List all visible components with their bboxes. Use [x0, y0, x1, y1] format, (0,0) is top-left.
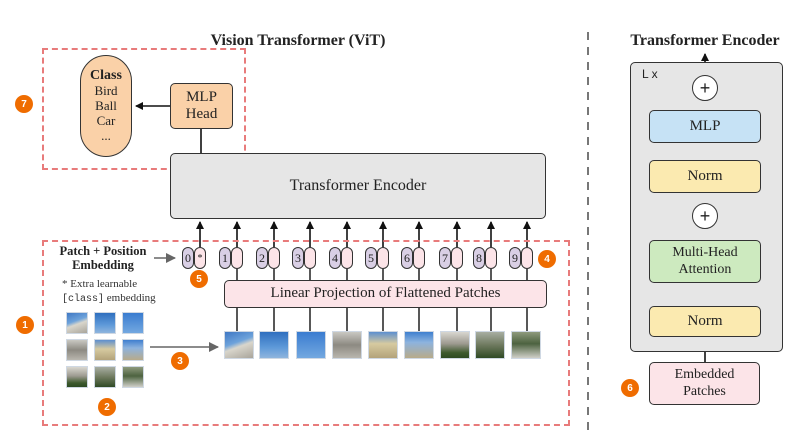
grid-image-patch: [94, 366, 116, 388]
patch-embedding-token: [413, 247, 425, 269]
grid-image-patch: [66, 312, 88, 334]
norm-top-label: Norm: [687, 167, 723, 184]
position-embedding-token: 5: [365, 247, 377, 269]
transformer-encoder-label: Transformer Encoder: [289, 176, 427, 194]
grid-image-patch: [122, 366, 144, 388]
position-embedding-token: 0: [182, 247, 194, 269]
image-patch: [296, 331, 326, 359]
position-embedding-token: 7: [439, 247, 451, 269]
grid-image-patch: [94, 339, 116, 361]
position-embedding-token: 3: [292, 247, 304, 269]
image-patch: [224, 331, 254, 359]
patch-embedding-token: [451, 247, 463, 269]
position-embedding-token: 1: [219, 247, 231, 269]
image-patch: [368, 331, 398, 359]
class-item: Car: [96, 113, 116, 129]
attention-line2: Attention: [678, 261, 732, 277]
badge-step-2: 2: [98, 398, 116, 416]
token-arrows: [196, 221, 531, 247]
image-patch: [511, 331, 541, 359]
class-item: Ball: [95, 98, 117, 114]
embedded-line2: Patches: [683, 383, 726, 399]
patch-embedding-token: [268, 247, 280, 269]
patch-position-line2: Embedding: [72, 258, 134, 273]
badge-step-7: 7: [15, 95, 33, 113]
note-code: [class]: [62, 293, 105, 305]
mlp-head-line1: MLP: [186, 88, 217, 105]
group-classification-head: [42, 48, 246, 170]
mlp-block: MLP: [649, 110, 761, 143]
linear-projection-label: Linear Projection of Flattened Patches: [270, 285, 501, 302]
image-patch: [440, 331, 470, 359]
grid-image-patch: [122, 312, 144, 334]
patch-position-line1: Patch + Position: [59, 244, 147, 258]
linear-projection-block: Linear Projection of Flattened Patches: [224, 280, 547, 308]
repeat-label: L x: [642, 67, 658, 81]
grid-image-patch: [66, 339, 88, 361]
grid-image-patch: [122, 339, 144, 361]
note-line1: * Extra learnable: [62, 278, 138, 290]
patch-embedding-token: [231, 247, 243, 269]
class-item: Bird: [94, 83, 118, 99]
patch-embedding-token: [521, 247, 533, 269]
mlp-head-line2: Head: [185, 106, 218, 122]
badge-step-4: 4: [538, 250, 556, 268]
class-item: ...: [101, 127, 111, 143]
patch-position-label: Patch + Position Embedding: [52, 244, 154, 273]
badge-step-6: 6: [621, 379, 639, 397]
residual-add-top: +: [692, 75, 718, 101]
embedded-patches-block: Embedded Patches: [649, 362, 760, 405]
vit-title: Vision Transformer (ViT): [210, 32, 386, 49]
image-patch: [404, 331, 434, 359]
badge-step-5: 5: [190, 270, 208, 288]
plus-icon: +: [699, 206, 711, 226]
class-heading: Class: [90, 68, 122, 84]
embedded-line1: Embedded: [674, 367, 735, 383]
patch-embedding-token: [377, 247, 389, 269]
norm-block-bottom: Norm: [649, 306, 761, 337]
grid-image-patch: [94, 312, 116, 334]
transformer-encoder-block: Transformer Encoder: [170, 153, 546, 219]
group-patch-embedding: [42, 240, 570, 426]
badge-step-3: 3: [171, 352, 189, 370]
projection-lines: [236, 269, 528, 331]
position-embedding-token: 2: [256, 247, 268, 269]
grid-image-patch: [66, 366, 88, 388]
patch-embedding-token: [485, 247, 497, 269]
badge-step-1: 1: [16, 316, 34, 334]
norm-bottom-label: Norm: [687, 312, 723, 329]
note-rest: embedding: [104, 291, 156, 304]
image-patch: [475, 331, 505, 359]
class-token-note: * Extra learnable [class] embedding: [62, 278, 156, 306]
position-embedding-token: 6: [401, 247, 413, 269]
position-embedding-token: 9: [509, 247, 521, 269]
mlp-head: MLP Head: [170, 83, 233, 129]
plus-icon: +: [699, 78, 711, 98]
norm-block-top: Norm: [649, 160, 761, 193]
position-embedding-token: 4: [329, 247, 341, 269]
image-patch: [259, 331, 289, 359]
attention-line1: Multi-Head: [672, 245, 738, 261]
mlp-label: MLP: [689, 117, 721, 134]
encoder-detail-title: Transformer Encoder: [630, 32, 780, 49]
patch-embedding-token: [341, 247, 353, 269]
image-patch: [332, 331, 362, 359]
residual-add-bottom: +: [692, 203, 718, 229]
class-token-embedding: *: [194, 247, 206, 269]
patch-embedding-token: [304, 247, 316, 269]
position-embedding-token: 8: [473, 247, 485, 269]
class-output: Class Bird Ball Car ...: [80, 55, 132, 157]
multi-head-attention-block: Multi-Head Attention: [649, 240, 761, 283]
